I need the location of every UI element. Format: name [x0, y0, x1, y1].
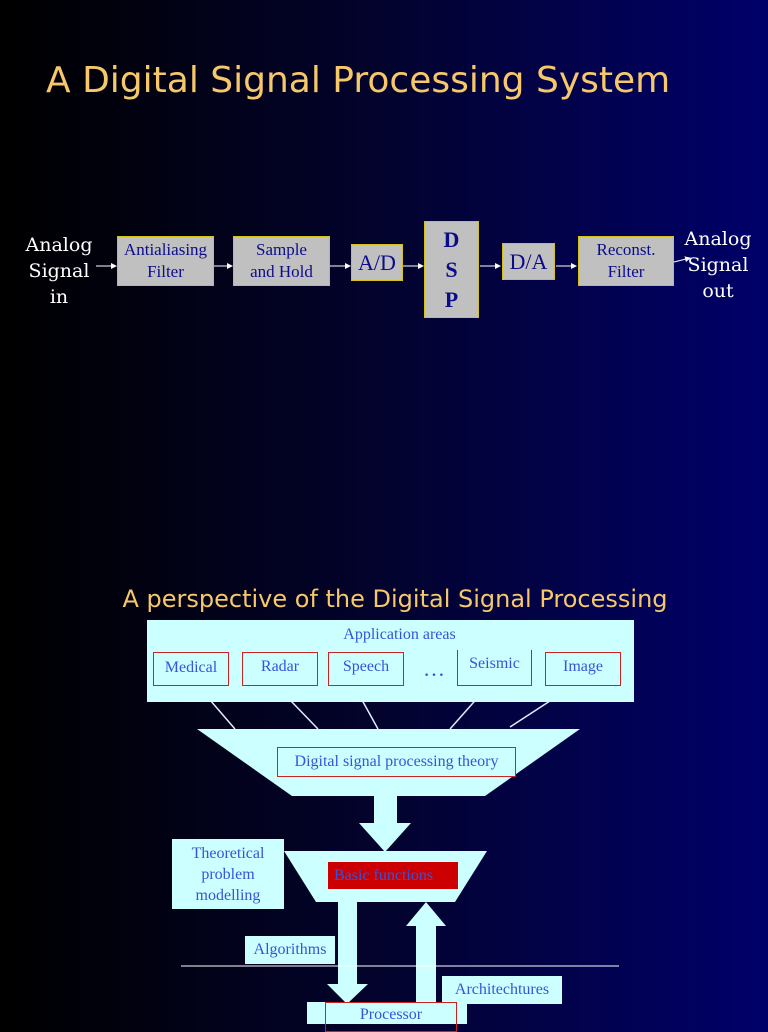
ad-converter-block: A/D	[351, 244, 403, 281]
dsp-theory-box: Digital signal processing theory	[277, 747, 516, 777]
connector-speech	[361, 699, 379, 730]
da-converter-block: D/A	[502, 243, 555, 280]
area-image: Image	[545, 652, 621, 686]
basic-functions-box: Basic functions	[328, 862, 458, 889]
application-areas-panel: Application areas Medical Radar Speech ……	[147, 620, 634, 702]
analog-signal-out-label: Analog Signal out	[684, 228, 752, 302]
processor-box: Processor	[325, 1002, 457, 1032]
processor-panel: Processor	[307, 1002, 467, 1032]
area-speech: Speech	[328, 652, 404, 686]
page-title: A Digital Signal Processing System	[46, 60, 671, 101]
areas-ellipsis: …	[423, 656, 445, 681]
modelling-box: Theoretical problem modelling	[172, 839, 284, 909]
area-radar: Radar	[242, 652, 318, 686]
connector-medical	[209, 699, 236, 730]
application-areas-label: Application areas	[343, 626, 456, 643]
analog-signal-in-label: Analog Signal in	[25, 234, 93, 308]
connector-radar	[289, 699, 319, 730]
arrow-reconst-to-output	[673, 256, 691, 263]
area-seismic: Seismic	[457, 650, 532, 686]
reconst-filter-block: Reconst.Filter	[578, 236, 674, 286]
perspective-title: A perspective of the Digital Signal Proc…	[122, 585, 668, 613]
area-medical: Medical	[153, 652, 229, 686]
algorithms-down-arrow	[327, 902, 368, 1004]
algorithms-label: Algorithms	[245, 936, 335, 964]
down-arrow-theory	[359, 796, 411, 852]
architectures-up-arrow	[406, 902, 446, 1004]
architectures-label: Architechtures	[442, 976, 562, 1004]
